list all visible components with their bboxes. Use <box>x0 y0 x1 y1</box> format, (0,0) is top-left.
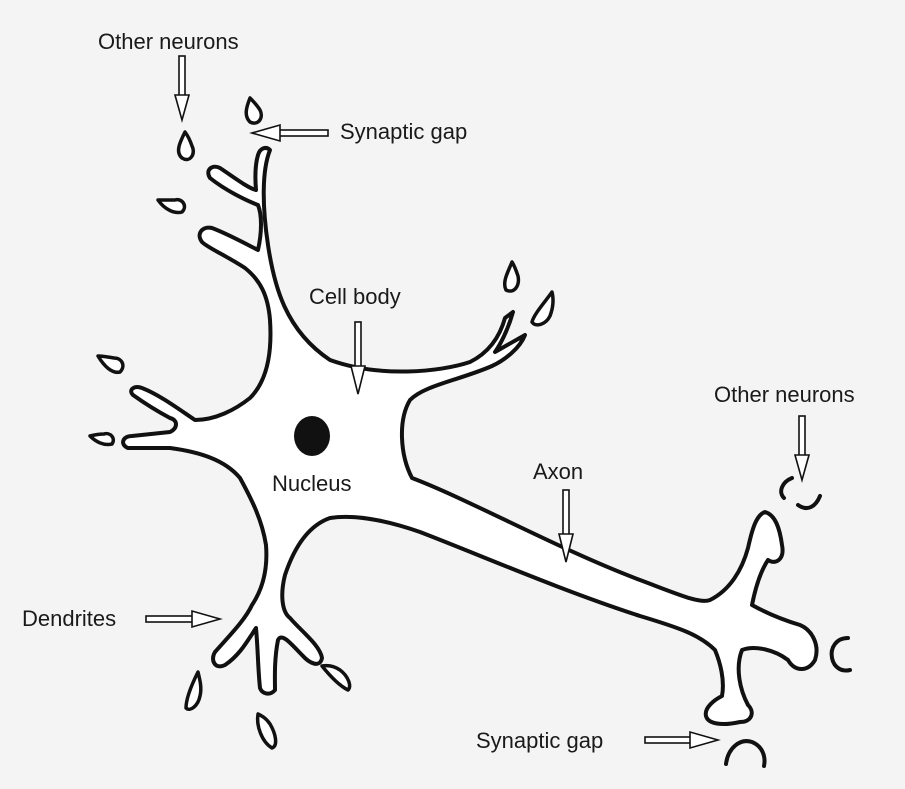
label-cell-body: Cell body <box>309 284 401 309</box>
arrow-synaptic-gap-top <box>252 125 328 141</box>
receiving-cell-right <box>832 638 850 671</box>
terminal-mid-2 <box>532 292 553 325</box>
terminal-top-1 <box>179 132 194 159</box>
terminal-left-2 <box>98 356 123 372</box>
receiving-cell-top <box>781 478 820 508</box>
terminal-bottom-3 <box>322 666 350 690</box>
terminal-bottom-1 <box>186 672 201 709</box>
label-axon: Axon <box>533 459 583 484</box>
label-synaptic-gap-bottom: Synaptic gap <box>476 728 603 753</box>
nucleus-blob <box>294 416 330 456</box>
label-synaptic-gap-top: Synaptic gap <box>340 119 467 144</box>
terminal-left-1 <box>158 200 184 213</box>
arrow-other-neurons-right <box>795 416 809 480</box>
arrow-synaptic-gap-bottom <box>645 732 718 748</box>
label-other-neurons-top: Other neurons <box>98 29 239 54</box>
arrow-other-neurons-top <box>175 56 189 120</box>
arrow-dendrites <box>146 611 220 627</box>
label-other-neurons-right: Other neurons <box>714 382 855 407</box>
terminal-top-2 <box>246 98 261 123</box>
neuron-outline <box>123 148 816 724</box>
label-nucleus: Nucleus <box>272 471 351 496</box>
terminal-left-3 <box>90 434 113 445</box>
receiving-cell-bottom <box>726 741 765 766</box>
label-dendrites: Dendrites <box>22 606 116 631</box>
terminal-mid-1 <box>505 262 519 291</box>
terminal-bottom-2 <box>258 714 276 748</box>
